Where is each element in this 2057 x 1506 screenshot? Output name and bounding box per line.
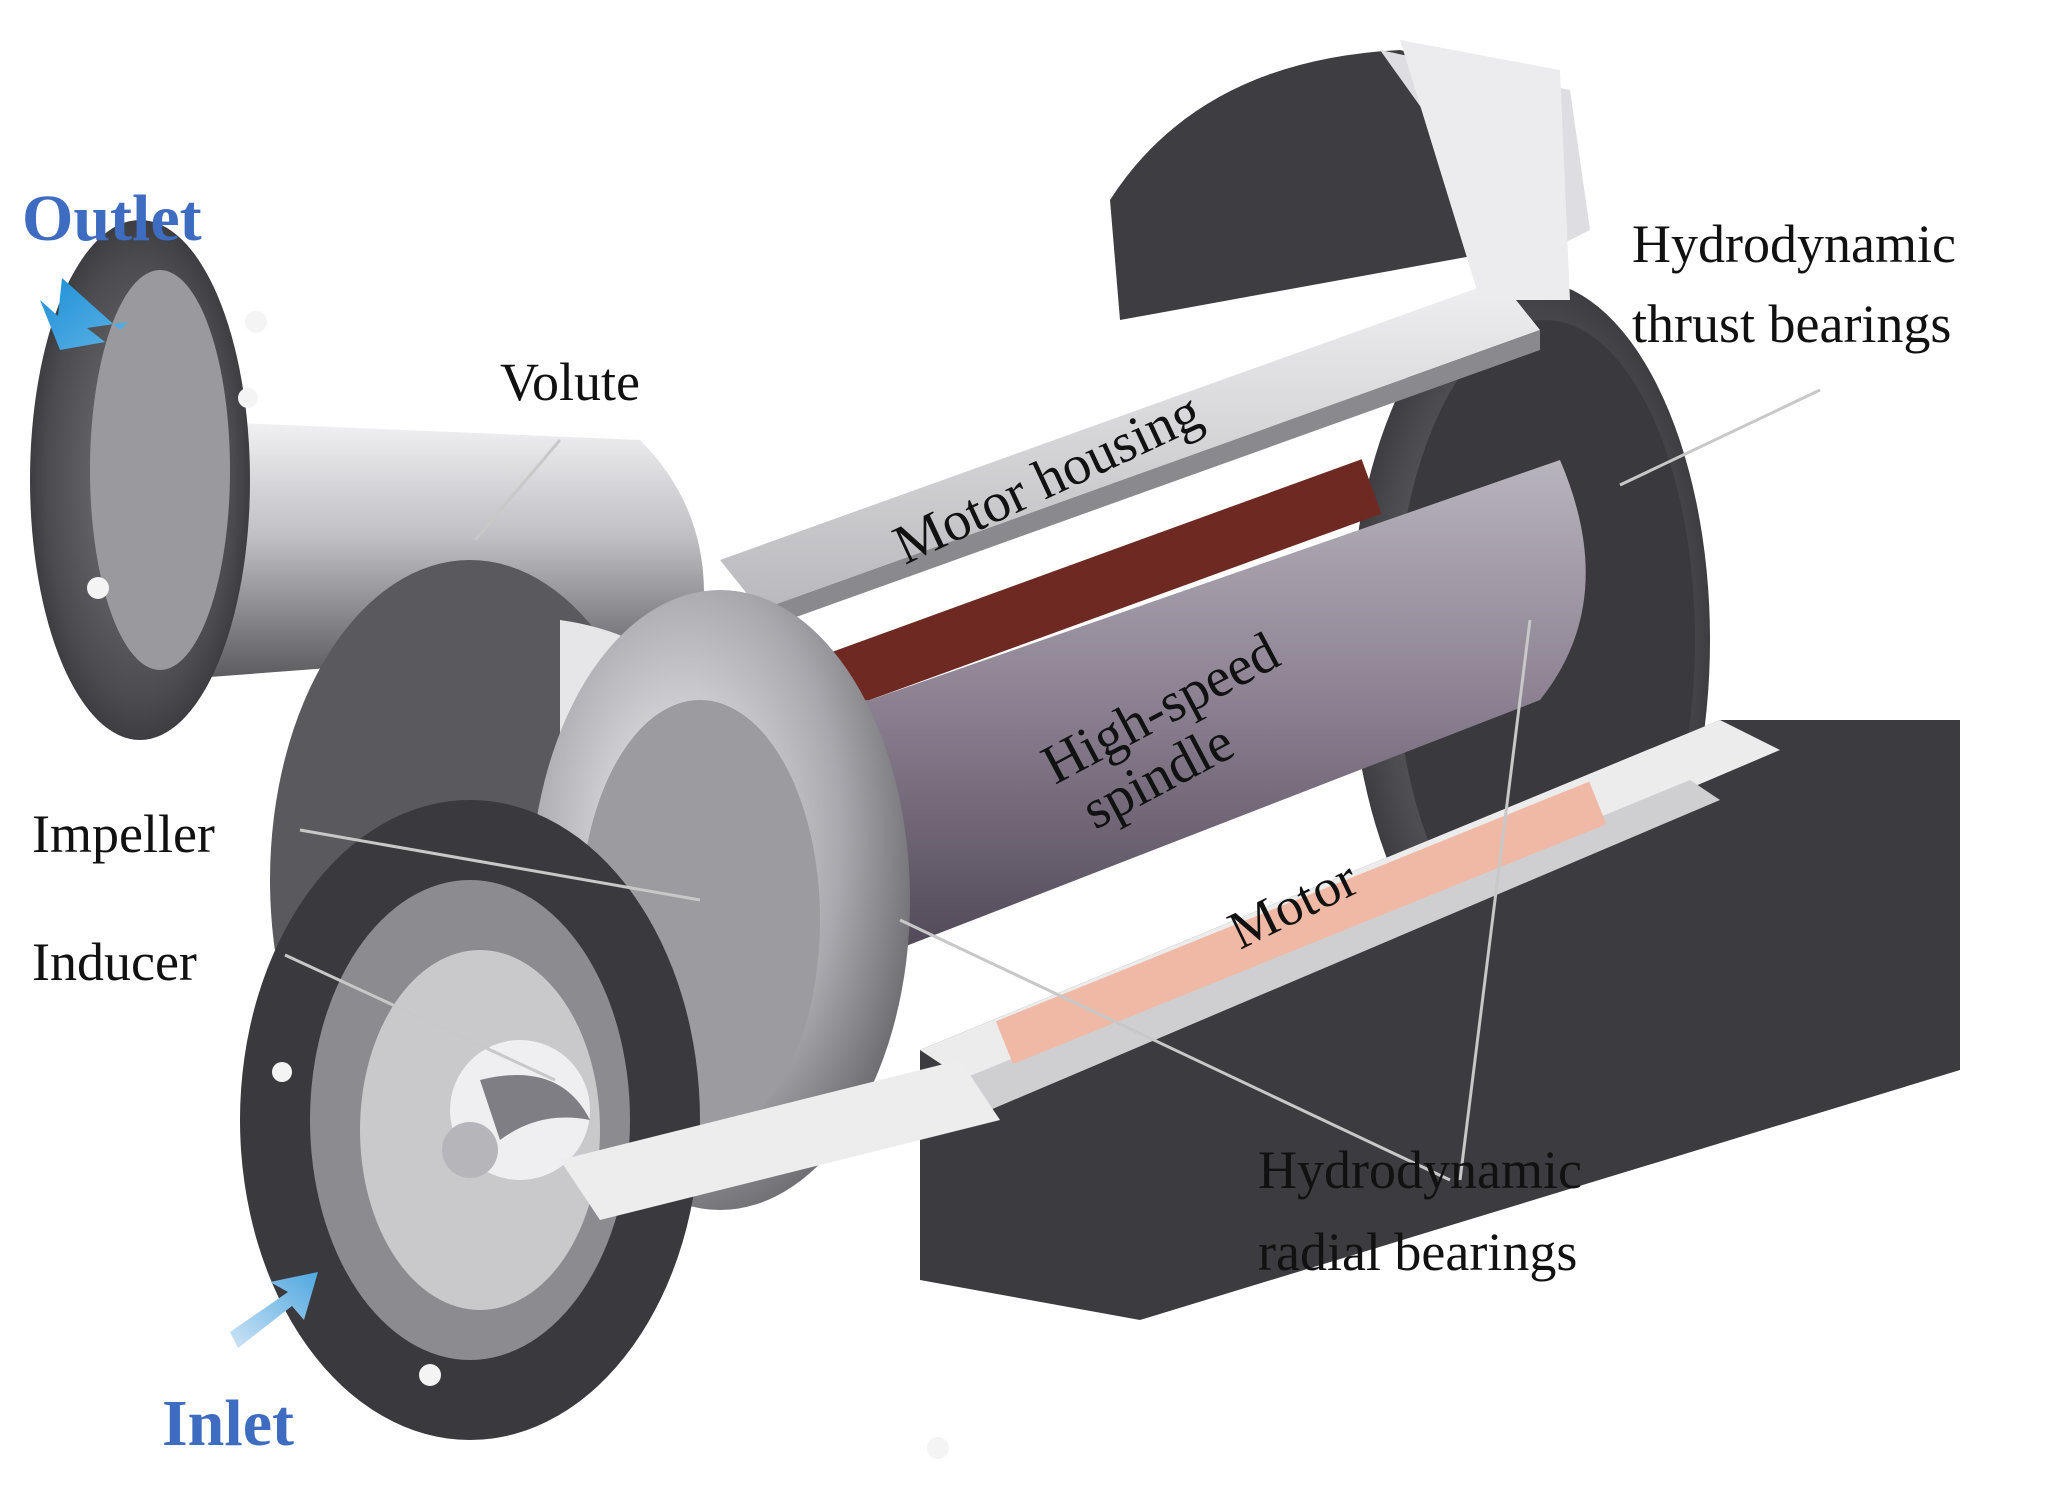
inlet-cut-face [560, 1060, 1000, 1220]
impeller-label: Impeller [32, 804, 215, 864]
leader-radial-bearings-right [1458, 619, 1532, 1181]
inlet-arrow-icon [230, 1272, 318, 1348]
leader-volute [473, 439, 562, 541]
radial-bearings-label-line1: Hydrodynamic [1258, 1140, 1582, 1200]
inducer [442, 1040, 590, 1180]
thrust-bearings-label-line2: thrust bearings [1632, 294, 1951, 354]
outlet-label: Outlet [22, 182, 202, 255]
motor-housing [720, 40, 1570, 630]
inlet-label: Inlet [162, 1387, 294, 1460]
leader-thrust-bearings [1619, 388, 1821, 487]
radial-bearings-label-line2: radial bearings [1258, 1222, 1577, 1282]
outlet-flange [30, 220, 267, 740]
leader-radial-bearings-left [899, 918, 1451, 1182]
leader-impeller [299, 828, 701, 902]
volute-label: Volute [500, 352, 640, 412]
outlet-arrow-icon [40, 278, 128, 350]
inducer-label: Inducer [32, 932, 197, 992]
thrust-bearings-label-line1: Hydrodynamic [1632, 214, 1956, 274]
leader-inducer [284, 953, 556, 1082]
motor-winding [995, 781, 1607, 1064]
stator [797, 459, 1382, 719]
leader-lines [284, 388, 1821, 1182]
